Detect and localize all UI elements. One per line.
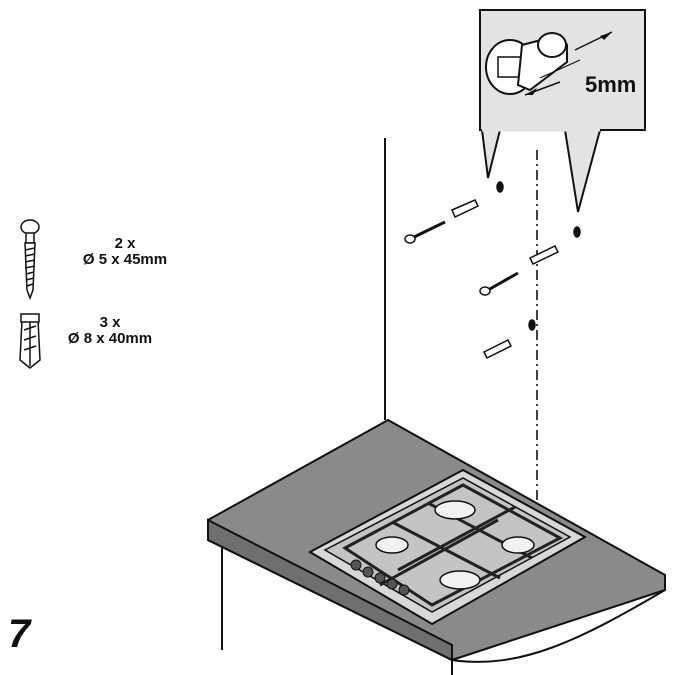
wall-plug-icon [19,313,41,369]
screw-qty: 2 x [114,235,136,252]
plug-spec: 3 x Ø 8 x 40mm [50,315,170,347]
plug-qty: 3 x [99,314,121,331]
screw-spec: 2 x Ø 5 x 45mm [80,236,170,268]
gas-hob [307,468,588,626]
wall-fixings [404,181,581,360]
step-number: 7 [8,612,31,656]
screw-size: Ø 5 x 45mm [82,251,168,268]
bracket-detail-icon [485,31,613,96]
screw-icon [20,219,40,301]
plug-size: Ø 8 x 40mm [67,330,153,347]
callout-measurement: 5mm [585,72,637,97]
